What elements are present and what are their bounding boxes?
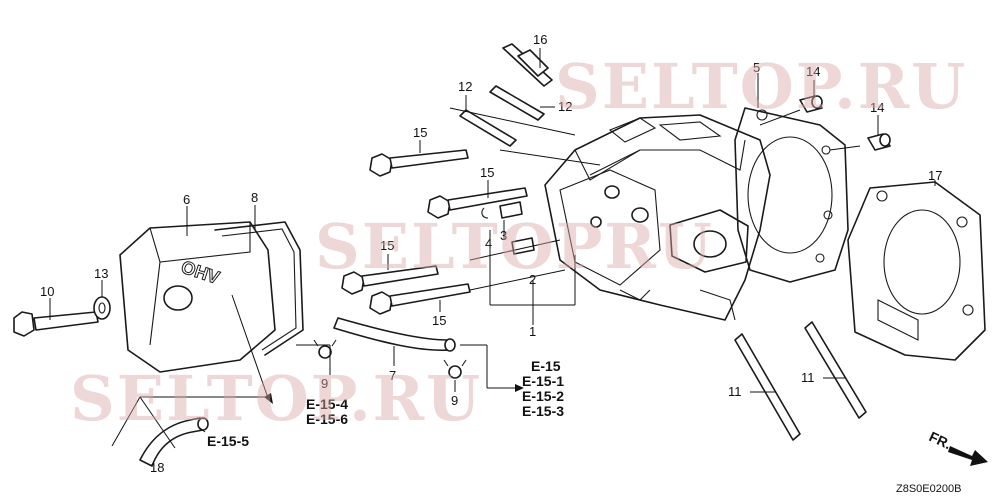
- callout-labels: 1 2 3 4 5 6 7 8 9 9 10 11 11 12 12 13 14…: [40, 32, 942, 475]
- callout-13: 13: [94, 266, 108, 281]
- callout-1: 1: [529, 324, 536, 339]
- long-stud-11b: [804, 321, 867, 419]
- stud-12a: [459, 109, 517, 147]
- callout-5: 5: [753, 60, 760, 75]
- cover-gasket: [214, 221, 304, 356]
- section-references: E-15 E-15-1 E-15-2 E-15-3 E-15-4 E-15-6 …: [207, 358, 564, 449]
- callout-15b: 15: [480, 165, 494, 180]
- callout-3: 3: [500, 228, 507, 243]
- head-bolt-15a: [369, 149, 469, 177]
- head-bolt-15c: [341, 265, 439, 295]
- callout-16: 16: [533, 32, 547, 47]
- head-bolt-15d: [369, 283, 471, 315]
- ref-e15-5: E-15-5: [207, 433, 249, 449]
- callout-14a: 14: [806, 64, 820, 79]
- front-arrow: FR.: [927, 428, 988, 466]
- callout-15c: 15: [380, 238, 394, 253]
- callout-8: 8: [251, 190, 258, 205]
- watermark-group: SELTOP.RU SELTOPRU SELTOP.RU: [70, 50, 967, 435]
- cylinder-gasket: [847, 181, 986, 361]
- head-bolt-15b: [427, 187, 528, 219]
- callout-6: 6: [183, 192, 190, 207]
- callout-11b: 11: [801, 370, 815, 385]
- callout-15a: 15: [413, 125, 427, 140]
- watermark-bottom: SELTOP.RU: [70, 362, 482, 435]
- watermark-middle: SELTOPRU: [315, 210, 714, 283]
- ref-e15-3: E-15-3: [522, 403, 564, 419]
- leader-lines: [49, 48, 936, 449]
- stud-12b: [489, 85, 545, 121]
- callout-10: 10: [40, 284, 54, 299]
- diagram-code: Z8S0E0200B: [896, 483, 961, 495]
- ref-e15-1: E-15-1: [522, 373, 564, 389]
- ref-e15-4: E-15-4: [306, 396, 348, 412]
- hose: [139, 417, 209, 467]
- callout-7: 7: [389, 368, 396, 383]
- callout-11a: 11: [728, 384, 742, 399]
- gasket-dowel-14a: [799, 95, 823, 113]
- callout-4: 4: [485, 236, 492, 251]
- callout-12b: 12: [558, 99, 572, 114]
- callout-14b: 14: [870, 100, 884, 115]
- long-stud-11a: [734, 333, 801, 441]
- callout-9a: 9: [321, 376, 328, 391]
- gasket-dowel-14b: [867, 133, 891, 151]
- callout-9b: 9: [451, 393, 458, 408]
- callout-17: 17: [928, 168, 942, 183]
- clip-9b: [443, 359, 467, 379]
- ref-e15-2: E-15-2: [522, 388, 564, 404]
- rocker-cover: OHV: [119, 221, 276, 373]
- callout-2: 2: [529, 272, 536, 287]
- callout-15d: 15: [432, 313, 446, 328]
- cover-bolt: [13, 296, 111, 337]
- ref-e15: E-15: [531, 358, 561, 374]
- breather-tube: [333, 317, 456, 352]
- clip-9a: [313, 339, 337, 359]
- ref-e15-6: E-15-6: [306, 411, 348, 427]
- dowel-pin: [481, 201, 535, 255]
- head-gasket: [734, 107, 849, 283]
- callout-12a: 12: [458, 79, 472, 94]
- watermark-top: SELTOP.RU: [555, 50, 967, 123]
- spark-plug: [502, 43, 553, 87]
- cylinder-head: [544, 114, 771, 321]
- callout-18: 18: [150, 460, 164, 475]
